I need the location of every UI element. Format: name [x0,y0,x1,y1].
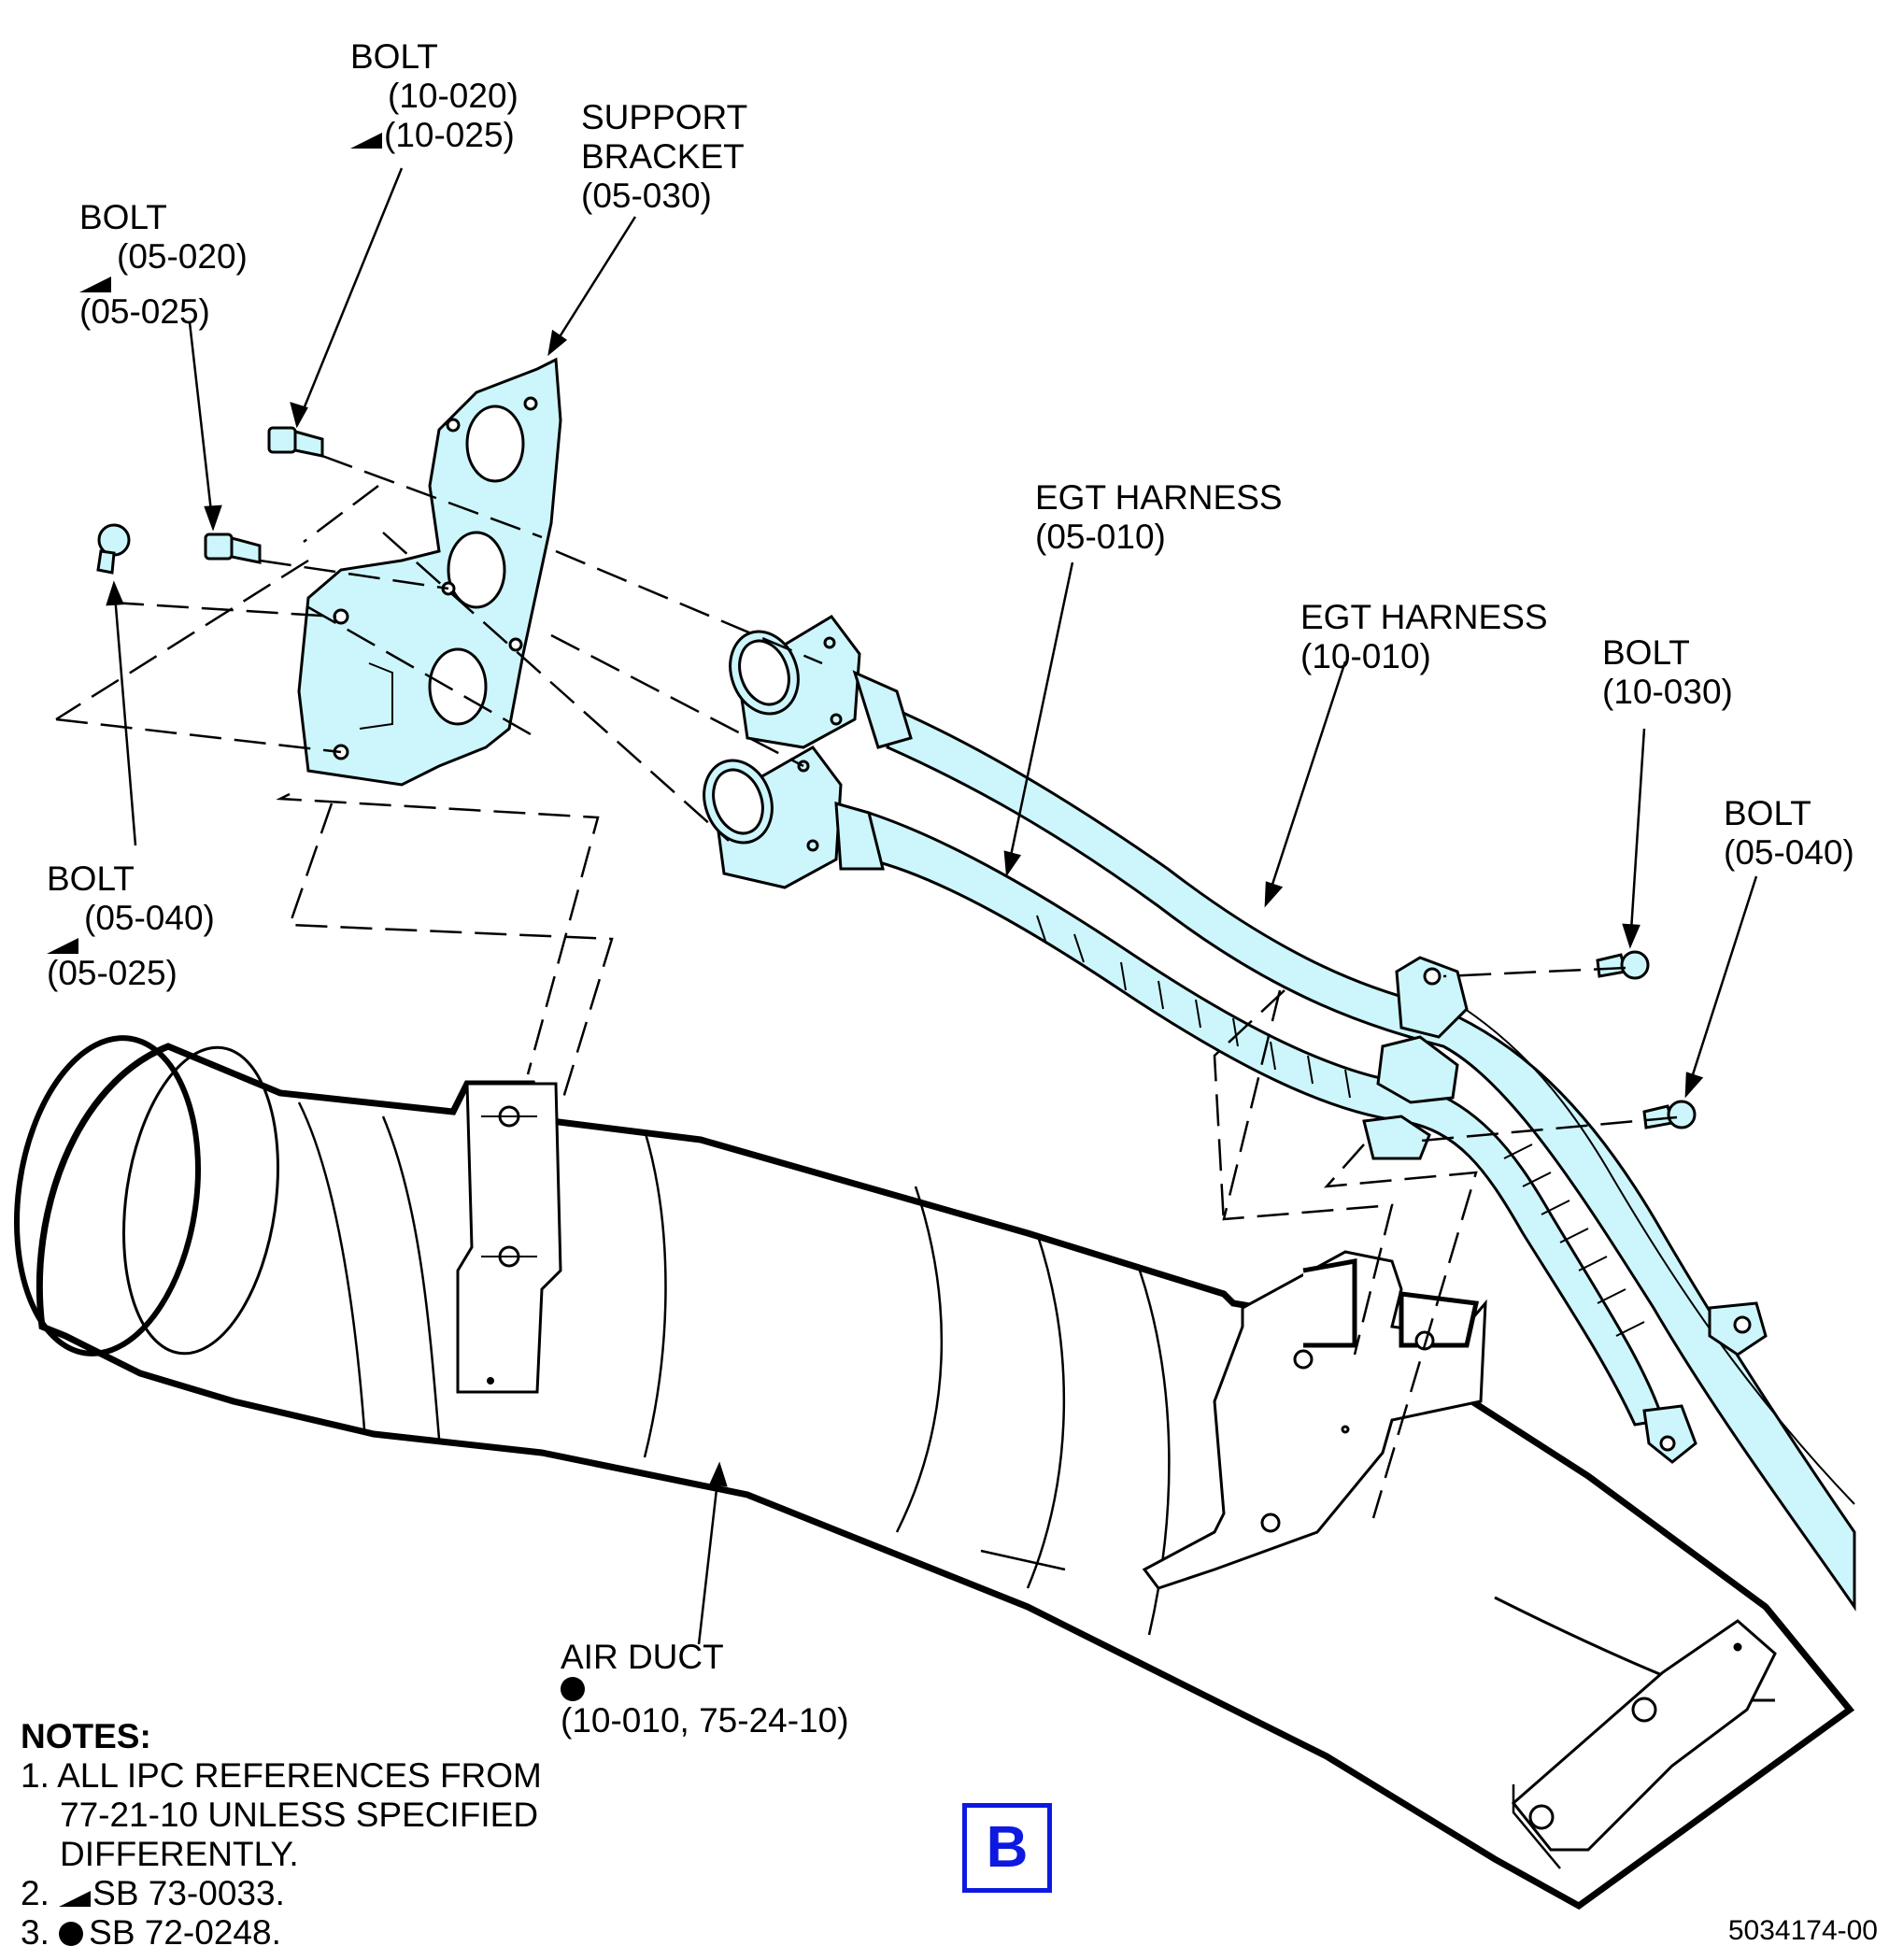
label-line: SUPPORT [581,98,748,136]
note-text: SB 72-0248. [89,1913,281,1952]
duct-strap-left [456,1082,562,1394]
label-name: EGT HARNESS [1035,478,1283,517]
egt-harness-upper [886,707,1856,1612]
label-egt-harness-10-010: EGT HARNESS (10-010) [1300,598,1548,676]
label-ref: (10-025) [384,116,515,154]
sb-triangle-icon [350,133,382,149]
label-bolt-10-030: BOLT (10-030) [1602,633,1733,712]
label-name: BOLT [1602,633,1690,672]
duct-bracket-right [1142,1250,1487,1590]
label-ref: (10-010, 75-24-10) [561,1701,849,1740]
label-air-duct: AIR DUCT (10-010, 75-24-10) [561,1638,849,1740]
label-ref: (10-010) [1300,637,1431,675]
label-ref: (05-030) [581,177,712,215]
duct-strap-lower-right [1511,1619,1777,1852]
note-text: DIFFERENTLY. [60,1835,299,1873]
label-ref: (05-010) [1035,518,1166,556]
sb-triangle-icon [59,1891,92,1907]
note-text: SB 73-0033. [92,1874,285,1912]
label-bolt-05-020: BOLT (05-020) (05-025) [79,198,248,332]
label-bolt-05-040-right: BOLT (05-040) [1724,794,1854,873]
label-line: BRACKET [581,137,745,176]
label-name: AIR DUCT [561,1638,724,1676]
note-number: 2. [21,1874,50,1912]
note-text: 1. ALL IPC REFERENCES FROM [21,1756,542,1795]
label-name: BOLT [350,37,438,76]
support-bracket [297,357,562,787]
label-ref: (05-025) [79,292,210,331]
label-name: BOLT [1724,794,1811,832]
label-ref: (05-040) [84,899,215,937]
sb-dot-icon [561,1677,585,1701]
egt-connector-upper [729,615,913,749]
note-text: 77-21-10 UNLESS SPECIFIED [60,1796,539,1834]
label-name: BOLT [47,859,135,898]
view-tag: B [962,1803,1052,1893]
label-name: BOLT [79,198,167,236]
sb-triangle-icon [47,938,78,954]
label-ref: (05-040) [1724,833,1854,872]
figure-number: 5034174-00 [1727,1915,1878,1946]
label-name: EGT HARNESS [1300,598,1548,636]
notes-heading: NOTES: [21,1717,151,1755]
label-bolt-05-040-left: BOLT (05-040) (05-025) [47,859,215,993]
egt-connector-lower [703,746,885,889]
note-2: 2. SB 73-0033. [21,1874,542,1913]
label-ref: (05-025) [47,954,178,992]
sb-triangle-icon [79,277,111,292]
label-ref: (05-020) [117,237,248,276]
label-ref: (10-020) [388,77,518,115]
notes-block: NOTES: 1. ALL IPC REFERENCES FROM 77-21-… [21,1717,542,1953]
label-ref: (10-030) [1602,673,1733,711]
note-1: 1. ALL IPC REFERENCES FROM 77-21-10 UNLE… [21,1756,542,1874]
sb-dot-icon [59,1922,84,1946]
label-support-bracket: SUPPORT BRACKET (05-030) [581,98,747,216]
label-bolt-10-020: BOLT (10-020) (10-025) [350,37,518,155]
leader-lines [106,167,1758,1645]
note-3: 3. SB 72-0248. [21,1913,542,1953]
assembly-dashed-lines [55,454,1678,1519]
bolts [96,426,1697,1129]
label-egt-harness-05-010: EGT HARNESS (05-010) [1035,478,1283,557]
note-number: 3. [21,1913,50,1952]
harness-clamps [1362,956,1768,1464]
